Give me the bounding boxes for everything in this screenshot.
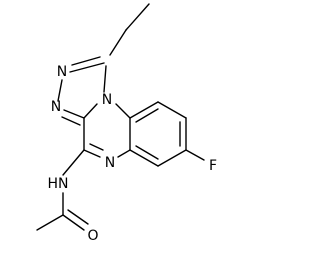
bond-n9-c3a (83, 103, 98, 119)
bond-ethyl-ch2 (109, 29, 127, 56)
atom-n-triazole-top: N (57, 64, 67, 80)
bond-c1-n9 (103, 65, 107, 93)
bond-carbonyl-o-double (67, 209, 89, 225)
bond-c4-nh (62, 149, 85, 176)
bond-c1-n2-double (71, 56, 101, 66)
atom-n-triazole-bottom: N (51, 99, 61, 115)
bond-carbonyl-methyl (36, 214, 64, 231)
atom-o-carbonyl: O (87, 228, 98, 244)
atom-f: F (209, 158, 217, 174)
bond-c7-c6 (157, 149, 187, 167)
bond-n3-c3a-double (61, 116, 81, 126)
bond-c6-c5a (129, 149, 159, 167)
atom-nh-amide: HN (48, 176, 69, 192)
atom-n-pyrazine: N (105, 155, 115, 171)
bond-ethyl-ch3 (125, 3, 150, 31)
bond-c9a-c9-double (135, 108, 159, 123)
bond-c1-n2 (69, 62, 105, 73)
bond-n2-n3 (57, 79, 63, 102)
bond-carbonyl-o (62, 214, 85, 231)
bond-c7-f (185, 149, 205, 161)
bond-c9a-c9 (129, 101, 159, 119)
bond-c4-n5 (83, 149, 101, 158)
bond-n3-c3a (63, 109, 85, 119)
atom-n-bridgehead: N (102, 92, 112, 108)
bond-c9-c8 (157, 101, 187, 119)
bond-c6-c5a-double (135, 145, 159, 160)
molecule-structure-diagram: N N N N HN O F (36, 3, 217, 244)
bond-n5-c5a (117, 149, 131, 158)
bond-c9a-n9 (115, 103, 131, 119)
bond-c4-n5-double (89, 143, 104, 151)
